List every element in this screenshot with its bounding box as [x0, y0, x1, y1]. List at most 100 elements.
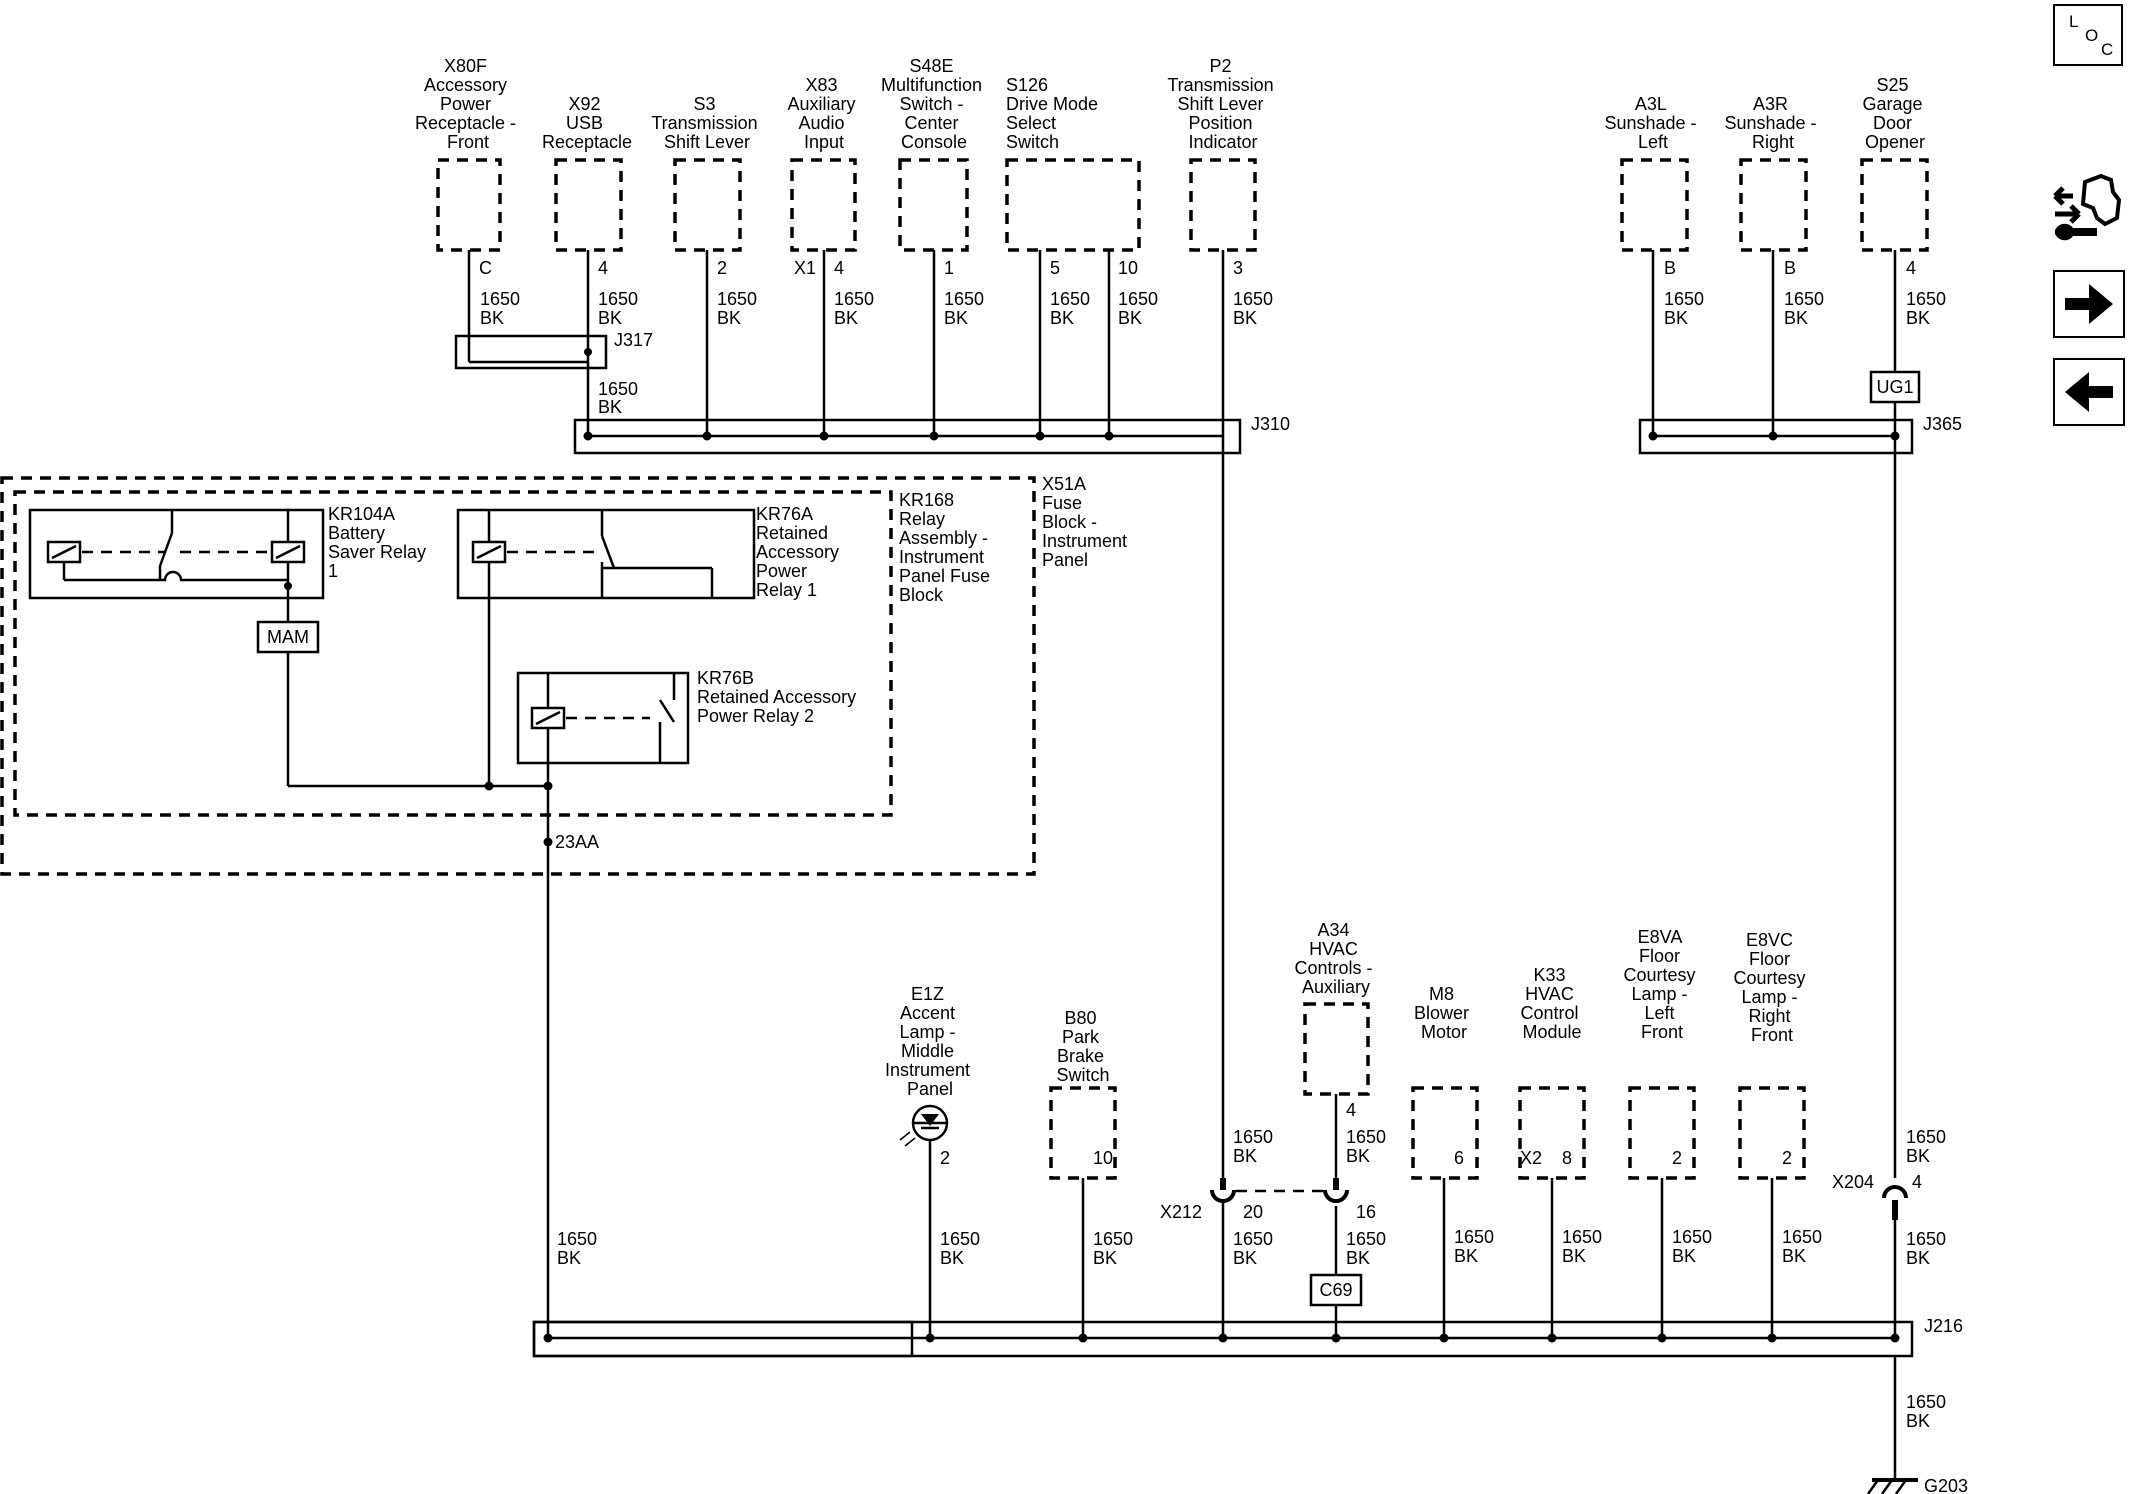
- pin-label: 10: [1093, 1148, 1113, 1168]
- component-m8-box: [1411, 1086, 1479, 1180]
- component-a3r-box: [1739, 158, 1808, 252]
- pin-label: 4: [1906, 258, 1916, 278]
- component-m8-label: M8 Blower Motor: [1414, 984, 1474, 1042]
- c69-label: C69: [1319, 1280, 1352, 1300]
- pin-label: 10: [1118, 258, 1138, 278]
- loc-letter: C: [2101, 40, 2114, 59]
- relay-kr104a-label: KR104A Battery Saver Relay 1: [328, 504, 431, 581]
- component-x80f-box: [436, 158, 502, 252]
- component-x83-label: X83 Auxiliary Audio Input: [787, 75, 860, 152]
- ug1-label: UG1: [1876, 377, 1913, 397]
- pin-label: 6: [1454, 1148, 1464, 1168]
- component-p2-label: P2 Transmission Shift Lever Position Ind…: [1167, 56, 1278, 152]
- component-x92-label: X92 USB Receptacle: [542, 94, 632, 152]
- component-s126-label: S126 Drive Mode Select Switch: [1006, 75, 1103, 152]
- component-k33-label: K33 HVAC Control Module: [1520, 965, 1583, 1042]
- splice-j216-label: J216: [1924, 1316, 1963, 1336]
- component-p2-box: [1189, 158, 1257, 252]
- splice-j365-label: J365: [1923, 414, 1962, 434]
- component-s126-box: [1005, 158, 1141, 252]
- fuse-out-label: 23AA: [555, 832, 599, 852]
- pin-label: 1: [944, 258, 954, 278]
- component-x80f-label: X80F Accessory Power Receptacle - Front: [415, 56, 521, 152]
- splice-j310-label: J310: [1251, 414, 1290, 434]
- connector-wrench-icon-svg: [2053, 173, 2122, 241]
- splice-j317: J317: [454, 330, 653, 370]
- component-e8vc-box: [1738, 1086, 1806, 1180]
- loc-letter: O: [2085, 26, 2099, 45]
- splice-j310: J310: [573, 414, 1290, 455]
- relay-assembly-label: KR168 Relay Assembly - Instrument Panel …: [899, 490, 995, 605]
- top-wires: [467, 250, 1897, 1178]
- c69-connector: C69: [1309, 1273, 1363, 1338]
- relay-kr76a: KR76A Retained Accessory Power Relay 1: [456, 504, 844, 786]
- component-e8vc-label: E8VC Floor Courtesy Lamp - Right Front: [1733, 930, 1810, 1045]
- next-page-button[interactable]: [2053, 270, 2125, 338]
- component-a3l-box: [1620, 158, 1689, 252]
- fuse-block-label: X51A Fuse Block - Instrument Panel: [1042, 474, 1132, 570]
- pin-label: 2: [1782, 1148, 1792, 1168]
- component-s48e: S48E Multifunction Switch - Center Conso…: [881, 56, 987, 328]
- relay-kr104a: KR104A Battery Saver Relay 1: [28, 504, 431, 622]
- pin-label: 4: [834, 258, 844, 278]
- lamp-icon: [899, 1104, 949, 1147]
- component-a3l-label: A3L Sunshade - Left: [1604, 94, 1701, 152]
- component-e1z: E1Z Accent Lamp - Middle Instrument Pane…: [885, 984, 980, 1338]
- prev-page-button[interactable]: [2053, 358, 2125, 426]
- pin-label: 20: [1243, 1202, 1263, 1222]
- relay-kr76a-label: KR76A Retained Accessory Power Relay 1: [756, 504, 844, 600]
- component-s48e-label: S48E Multifunction Switch - Center Conso…: [881, 56, 987, 152]
- relay-kr76b: KR76B Retained Accessory Power Relay 2: [516, 668, 856, 786]
- component-e8va-label: E8VA Floor Courtesy Lamp - Left Front: [1623, 927, 1700, 1042]
- component-s25-box: [1860, 158, 1929, 252]
- pin-label: 2: [1672, 1148, 1682, 1168]
- pin-label: 2: [717, 258, 727, 278]
- ground-icon: [1866, 1478, 1918, 1494]
- ground-label: G203: [1924, 1476, 1968, 1494]
- connector-wrench-icon[interactable]: [2053, 173, 2125, 250]
- component-e8va-box: [1628, 1086, 1696, 1180]
- component-s3-label: S3 Transmission Shift Lever: [651, 94, 762, 152]
- loc-button[interactable]: L O C: [2053, 4, 2123, 66]
- arrow-left-icon: [2065, 372, 2113, 412]
- fuse-block-wiring: 23AA: [286, 652, 599, 1338]
- pin-label: 4: [598, 258, 608, 278]
- component-e1z-label: E1Z Accent Lamp - Middle Instrument Pane…: [885, 984, 975, 1099]
- component-s25-label: S25 Garage Door Opener: [1862, 75, 1927, 152]
- loc-letter: L: [2069, 12, 2079, 31]
- x204-label: X204: [1832, 1172, 1874, 1192]
- fuse-block-x51a: X51A Fuse Block - Instrument Panel: [0, 474, 1132, 876]
- pin-label: 8: [1562, 1148, 1572, 1168]
- pin-label: B: [1784, 258, 1796, 278]
- component-a34-box: [1303, 1002, 1370, 1096]
- connector-label: X2: [1520, 1148, 1542, 1168]
